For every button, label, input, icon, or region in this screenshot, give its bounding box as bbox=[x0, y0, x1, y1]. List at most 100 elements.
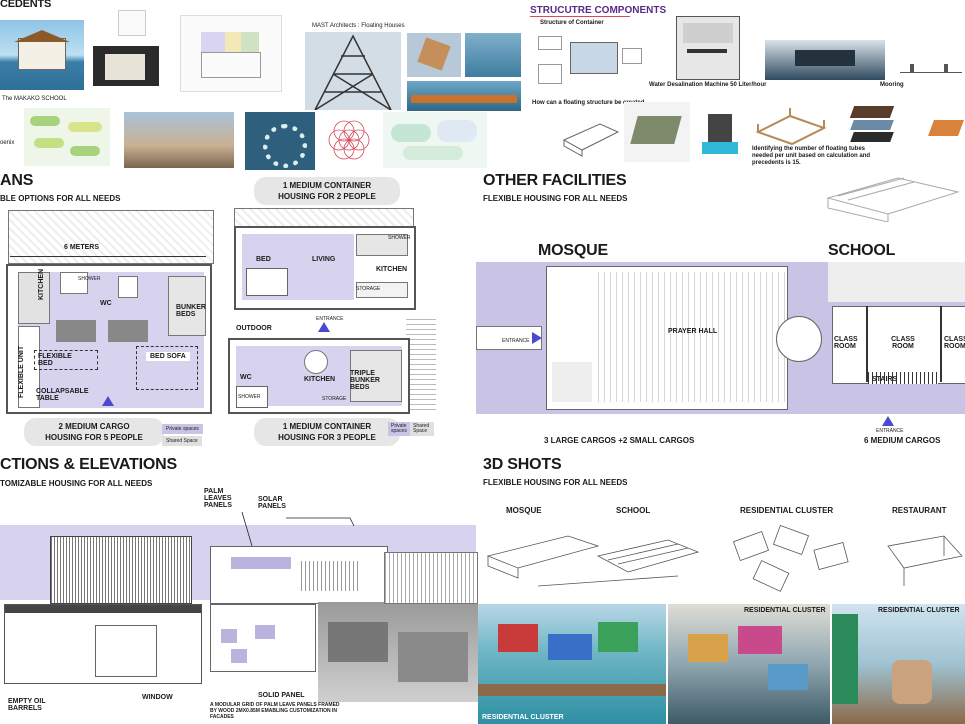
mosque-plan bbox=[476, 262, 828, 414]
render1-label: RESIDENTIAL CLUSTER bbox=[482, 714, 564, 721]
desalination-caption: Water Desalination Machine 50 Liter/hour bbox=[649, 82, 767, 88]
shower2-label: SHOWER bbox=[238, 394, 261, 400]
flexible-unit-label: FLEXIBLE UNIT bbox=[18, 345, 25, 398]
medium2-line1: 1 MEDIUM CONTAINER bbox=[282, 181, 372, 190]
facilities-sketch-image bbox=[818, 168, 964, 222]
shots-subtitle: FLEXIBLE HOUSING FOR ALL NEEDS bbox=[483, 478, 628, 487]
legend-private-cargo: Private spaces bbox=[162, 424, 203, 434]
prayer-hall-label: PRAYER HALL bbox=[668, 328, 718, 335]
facilities-title: OTHER FACILITIES bbox=[483, 172, 627, 189]
sections-title: CTIONS & ELEVATIONS bbox=[0, 456, 177, 473]
mosque-school-sketch bbox=[478, 516, 722, 596]
classroom1-label: CLASS ROOM bbox=[834, 336, 858, 350]
kitchen-label: KITCHEN bbox=[38, 268, 45, 300]
mast-raft-image bbox=[407, 81, 521, 111]
precedents-title: CEDENTS bbox=[0, 0, 52, 10]
facilities-subtitle: FLEXIBLE HOUSING FOR ALL NEEDS bbox=[483, 194, 628, 203]
phoenix-render-image bbox=[124, 112, 234, 168]
cargo-dimension-line bbox=[10, 256, 206, 257]
palm-panels-label: PALM LEAVES PANELS bbox=[204, 488, 232, 509]
legend-shared-cargo: Shared Space bbox=[162, 436, 202, 446]
mosque-count: 3 LARGE CARGOS +2 SMALL CARGOS bbox=[544, 436, 695, 445]
elevation-lower-drawing bbox=[210, 604, 316, 672]
storage-label: STORAGE bbox=[356, 286, 381, 292]
restaurant-sketch bbox=[884, 516, 965, 600]
medium3-caption: 1 MEDIUM CONTAINER HOUSING FOR 3 PEOPLE bbox=[254, 418, 400, 446]
classroom3-label: CLASS ROOM bbox=[944, 336, 965, 350]
desalination-machine-image bbox=[676, 16, 740, 80]
mooring-diagram bbox=[900, 56, 962, 80]
floating-sketch-image bbox=[560, 110, 620, 160]
mast-model-image bbox=[407, 33, 461, 77]
mooring-caption: Mooring bbox=[880, 82, 904, 88]
mast-caption: MAST Architects : Floating Houses bbox=[312, 23, 405, 29]
entrance-plan-label: ENTRANCE bbox=[316, 316, 344, 322]
cargo-width-label: 6 METERS bbox=[64, 244, 100, 251]
legend-shared-medium: Shared Space bbox=[410, 422, 434, 436]
elevation-drawing bbox=[210, 546, 388, 604]
triple-bunker-label: TRIPLE BUNKER BEDS bbox=[350, 370, 380, 391]
school-title: SCHOOL bbox=[828, 242, 896, 259]
floating-model-image bbox=[624, 102, 690, 162]
classroom2-label: CLASS ROOM bbox=[891, 336, 915, 350]
precedent-sketch-image bbox=[118, 10, 146, 36]
geometry-pattern-image bbox=[324, 112, 374, 168]
section-render-image bbox=[318, 602, 478, 702]
school-entrance-icon bbox=[882, 416, 894, 426]
precedent-plan-image bbox=[180, 15, 282, 92]
bunker-beds-label: BUNKER BEDS bbox=[176, 304, 206, 318]
plans-title: ANS bbox=[0, 172, 34, 189]
cargo5-caption: 2 MEDIUM CARGO HOUSING FOR 5 PEOPLE bbox=[24, 418, 164, 446]
window-label: WINDOW bbox=[142, 694, 173, 701]
makoko-caption: The MAKAKO SCHOOL bbox=[2, 96, 67, 102]
mosque-entrance-icon bbox=[532, 332, 542, 344]
container-render-image bbox=[765, 40, 885, 80]
cargo-plan bbox=[6, 264, 212, 414]
phoenix-caption: oenix bbox=[0, 140, 15, 146]
container-structure-diagram bbox=[532, 28, 644, 94]
storage2-label: STORAGE bbox=[322, 396, 347, 402]
floating-frame-image bbox=[750, 102, 830, 146]
section-drawing bbox=[50, 536, 192, 604]
bed-sofa-box bbox=[136, 346, 198, 390]
shot-restaurant-label: RESTAURANT bbox=[892, 506, 947, 515]
cargo-entrance-icon bbox=[102, 396, 114, 406]
flower-pattern-image bbox=[245, 112, 315, 170]
render-residential-2 bbox=[668, 604, 830, 724]
outdoor-deck bbox=[406, 318, 436, 410]
floating-tube-image bbox=[925, 110, 965, 144]
living-label: LIVING bbox=[312, 256, 336, 263]
floating-structure-caption: How can a floating structure be created. bbox=[532, 100, 647, 106]
bed-sofa-label: BED SOFA bbox=[146, 352, 190, 361]
solid-panel-label: SOLID PANEL bbox=[258, 692, 305, 699]
school-plan bbox=[828, 262, 965, 414]
flexible-bed-label: FLEXIBLE BED bbox=[38, 353, 72, 367]
stairs-label: STAIRS bbox=[872, 376, 898, 383]
medium3-line2: HOUSING FOR 3 PEOPLE bbox=[278, 433, 376, 442]
shot-school-label: SCHOOL bbox=[616, 506, 651, 515]
phoenix-islands-image bbox=[24, 108, 110, 166]
callout-lines bbox=[241, 511, 355, 547]
shot-residential-label: RESIDENTIAL CLUSTER bbox=[740, 506, 834, 515]
structure-title: STRUCUTRE COMPONENTS bbox=[530, 5, 667, 16]
mast-sea-image bbox=[465, 33, 521, 77]
floating-city-image bbox=[383, 112, 487, 168]
tubes-caption: Identifying the number of floating tubes… bbox=[752, 146, 871, 166]
mosque-title: MOSQUE bbox=[538, 242, 608, 259]
collapsable-table-label: COLLAPSABLE TABLE bbox=[36, 388, 89, 402]
outdoor-label: OUTDOOR bbox=[236, 325, 272, 332]
empty-barrels-label: EMPTY OIL BARRELS bbox=[8, 698, 46, 712]
medium2-line2: HOUSING FOR 2 PEOPLE bbox=[278, 192, 376, 201]
plans-subtitle: BLE OPTIONS FOR ALL NEEDS bbox=[0, 194, 121, 203]
kitchen3-label: KITCHEN bbox=[304, 376, 336, 383]
shots-title: 3D SHOTS bbox=[483, 456, 562, 473]
wc2-label: WC bbox=[240, 374, 252, 381]
medium3-plan bbox=[228, 338, 410, 414]
section-lower-drawing bbox=[4, 604, 202, 684]
shower-small-label: SHOWER bbox=[388, 235, 411, 241]
floating-platform-image bbox=[698, 102, 742, 162]
render-residential-3 bbox=[832, 604, 965, 724]
school-count: 6 MEDIUM CARGOS bbox=[864, 436, 941, 445]
medium2-caption: 1 MEDIUM CONTAINER HOUSING FOR 2 PEOPLE bbox=[254, 177, 400, 205]
kitchen2-label: KITCHEN bbox=[376, 266, 408, 273]
